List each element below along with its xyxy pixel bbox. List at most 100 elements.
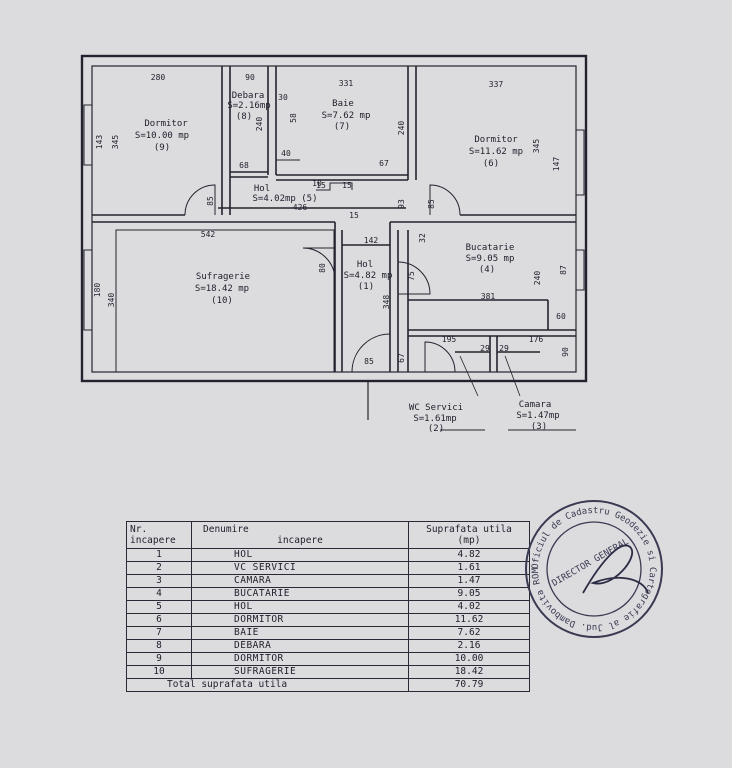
header-suprafata-top: Suprafata utila (426, 524, 512, 535)
header-nr: Nr. incapere (126, 521, 192, 549)
dim-label: 280 (151, 73, 166, 82)
row-name: BUCATARIE (191, 587, 409, 601)
room-name-camara: Camara (519, 400, 552, 410)
row-name: DORMITOR (191, 652, 409, 666)
area-table: Nr. incapere Denumire incapere Suprafata… (126, 521, 530, 692)
row-nr: 8 (126, 639, 192, 653)
room-num-9: (9) (154, 143, 170, 153)
room-area-hol-1: S=4.82 mp (344, 271, 393, 281)
header-denumire-bottom: incapere (277, 535, 323, 546)
table-header-row: Nr. incapere Denumire incapere Suprafata… (126, 521, 530, 549)
dim-label: 93 (397, 199, 406, 209)
row-area: 1.61 (408, 561, 530, 575)
room-name-hol-1: Hol (357, 260, 373, 270)
room-name-dormitor-9: Dormitor (144, 119, 188, 129)
dim-label: 180 (93, 283, 102, 298)
row-name: CAMARA (191, 574, 409, 588)
dim-label: 340 (107, 293, 116, 308)
row-area: 18.42 (408, 665, 530, 679)
dim-label: 195 (442, 335, 457, 344)
dim-label: 143 (95, 135, 104, 150)
row-area: 2.16 (408, 639, 530, 653)
room-area-bucatarie: S=9.05 mp (466, 254, 515, 264)
room-area-debara: S=2.16mp (227, 101, 270, 111)
row-name: HOL (191, 548, 409, 562)
dim-label: 29 (480, 344, 490, 353)
room-name-sufragerie: Sufragerie (196, 272, 250, 282)
dim-label: 85 (364, 357, 374, 366)
room-area-dormitor-9: S=10.00 mp (135, 131, 189, 141)
room-num-6: (6) (483, 159, 499, 169)
row-nr: 6 (126, 613, 192, 627)
dim-label: 67 (379, 159, 389, 168)
dim-label: 345 (111, 135, 120, 150)
room-name-hol-5: Hol (254, 184, 270, 194)
room-area-dormitor-6: S=11.62 mp (469, 147, 523, 157)
row-nr: 4 (126, 587, 192, 601)
dim-label: 331 (339, 79, 354, 88)
room-num-3: (3) (531, 422, 547, 432)
row-nr: 10 (126, 665, 192, 679)
dim-label: 68 (239, 161, 249, 170)
dim-label: 147 (552, 157, 561, 172)
row-area: 1.47 (408, 574, 530, 588)
header-suprafata-bottom: (mp) (457, 535, 481, 546)
room-num-8: (8) (236, 112, 252, 122)
dim-label: 15 (349, 211, 359, 220)
row-name: SUFRAGERIE (191, 665, 409, 679)
dim-label: 240 (533, 271, 542, 286)
floor-plan: Dormitor S=10.00 mp (9) Debara S=2.16mp … (80, 54, 588, 434)
room-num-1: (1) (358, 282, 374, 292)
row-nr: 9 (126, 652, 192, 666)
room-num-4: (4) (479, 265, 495, 275)
dim-label: 40 (281, 149, 291, 158)
table-total-row: Total suprafata utila 70.79 (126, 678, 530, 692)
room-name-bucatarie: Bucatarie (466, 243, 515, 253)
row-area: 4.82 (408, 548, 530, 562)
row-name: HOL (191, 600, 409, 614)
room-name-wc: WC Servici (409, 403, 463, 413)
signature-mark (582, 544, 649, 594)
dim-label: 15 (316, 181, 326, 190)
dim-label: 240 (255, 117, 264, 132)
dim-label: 80 (318, 263, 327, 273)
total-value: 70.79 (408, 678, 530, 692)
official-stamp: Oficiul de Cadastru Geodezie si Cartogra… (523, 498, 663, 638)
room-name-dormitor-6: Dormitor (474, 135, 518, 145)
dim-label: 29 (499, 344, 509, 353)
dim-label: 337 (489, 80, 504, 89)
room-num-7: (7) (334, 122, 350, 132)
row-area: 7.62 (408, 626, 530, 640)
room-area-hol-5: S=4.02mp (5) (252, 194, 317, 204)
dim-label: 67 (397, 353, 406, 363)
dim-label: 90 (245, 73, 255, 82)
row-nr: 1 (126, 548, 192, 562)
dim-label: 85 (206, 196, 215, 206)
room-area-baie: S=7.62 mp (322, 111, 371, 121)
dim-label: 240 (397, 121, 406, 136)
header-denumire: Denumire incapere (191, 521, 409, 549)
dim-label: 542 (201, 230, 216, 239)
room-name-debara: Debara (232, 91, 265, 101)
dim-label: 381 (481, 292, 496, 301)
dim-label: 60 (556, 312, 566, 321)
dim-label: 142 (364, 236, 379, 245)
row-area: 4.02 (408, 600, 530, 614)
room-area-camara: S=1.47mp (516, 411, 559, 421)
dim-label: 32 (418, 233, 427, 243)
dim-label: 90 (561, 347, 570, 357)
dim-label: 75 (407, 271, 416, 281)
row-area: 10.00 (408, 652, 530, 666)
dim-label: 85 (427, 199, 436, 209)
dim-label: 345 (532, 139, 541, 154)
room-num-2: (2) (428, 424, 444, 434)
dim-label: 176 (529, 335, 544, 344)
